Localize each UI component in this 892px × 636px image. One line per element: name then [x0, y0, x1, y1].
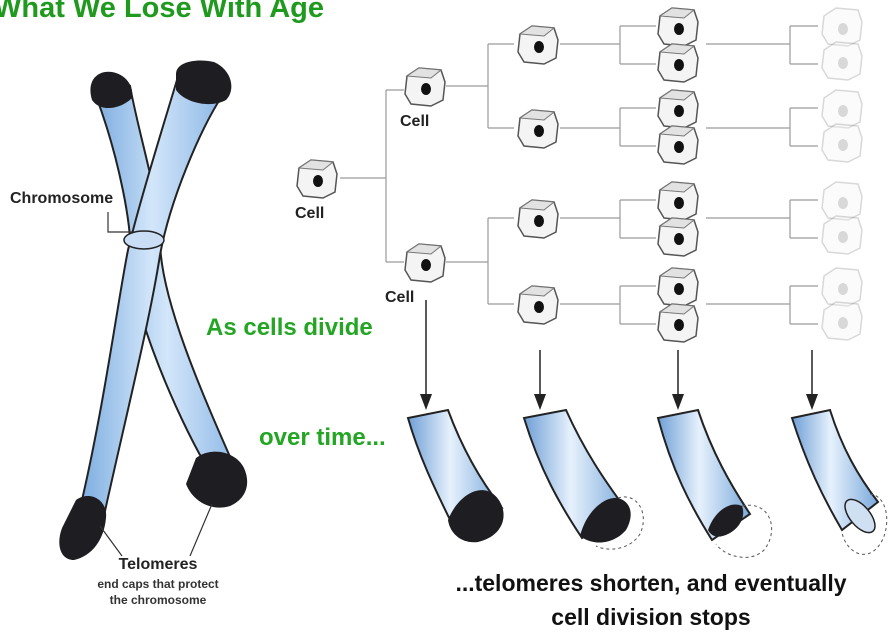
chromosome-end-1: [406, 408, 504, 543]
chromosome-end-3: [656, 408, 773, 558]
as-cells-divide-caption: As cells divide: [206, 314, 373, 341]
cell-root: [296, 159, 338, 199]
division-tree-lines: [340, 25, 818, 325]
cell-gen2-a: [517, 25, 559, 65]
cell-upper: [404, 67, 446, 107]
telomeres-description-line1: end caps that protect: [97, 577, 219, 591]
cell-upper-label: Cell: [400, 113, 430, 130]
conclusion-line1: ...telomeres shorten, and eventually: [455, 570, 847, 596]
chromosome-pointer: [107, 212, 132, 233]
chromosome-end-4: [790, 408, 888, 555]
cell-lower-label: Cell: [385, 289, 415, 306]
telomeres-pointer: [99, 503, 213, 557]
telomeres-label: Telomeres: [118, 556, 198, 573]
telomere-cap-top-left: [90, 71, 133, 109]
cell-pair-faint-d: [821, 267, 863, 341]
cell-pair-d: [657, 267, 699, 343]
cell-gen2-c: [517, 199, 559, 239]
cell-pair-c: [657, 181, 699, 257]
cell-pair-faint-a: [821, 7, 863, 81]
cell-gen2-d: [517, 285, 559, 325]
cell-pair-faint-b: [821, 89, 863, 163]
cell-pair-a: [657, 7, 699, 83]
telomeres-description-line2: the chromosome: [109, 593, 207, 607]
telomere-cap-bottom-left: [59, 496, 107, 560]
chromosome-end-2: [522, 408, 644, 550]
cell-pair-b: [657, 89, 699, 165]
cell-gen2-b: [517, 109, 559, 149]
cell-pair-faint-c: [821, 181, 863, 255]
cell-root-label: Cell: [295, 205, 325, 222]
over-time-caption: over time...: [259, 424, 386, 451]
cell-lower: [404, 243, 446, 283]
telomere-cap-bottom-right: [186, 451, 248, 508]
page-title: What We Lose With Age: [0, 0, 325, 24]
chromosome-label: Chromosome: [10, 190, 114, 207]
telomere-cap-top-right: [176, 60, 232, 105]
conclusion-line2: cell division stops: [551, 604, 751, 630]
time-arrows: [420, 300, 818, 410]
